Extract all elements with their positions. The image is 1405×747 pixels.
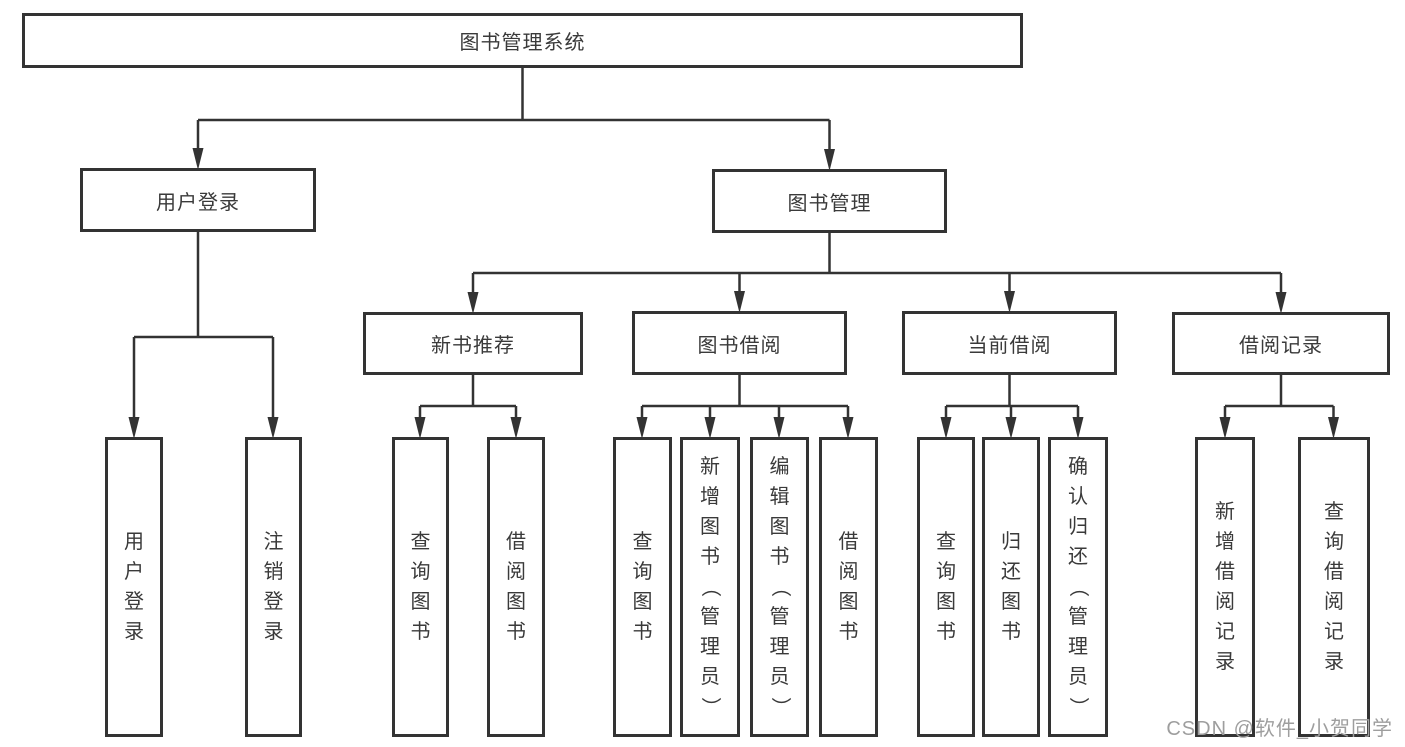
arrowhead-icon <box>1328 417 1339 439</box>
arrowhead-icon <box>1072 417 1084 439</box>
node-user-login: 用户登录 <box>80 168 316 232</box>
leaf-cb-return-books: 归还图书 <box>982 437 1040 737</box>
leaf-bb-borrow-books: 借阅图书 <box>819 437 878 737</box>
arrowhead-icon <box>734 291 745 313</box>
leaf-bb-add-book-admin: 新增图书（管理员） <box>680 437 740 737</box>
leaf-cb-confirm-return-admin: 确认归还（管理员） <box>1048 437 1108 737</box>
leaf-bb-edit-book-admin: 编辑图书（管理员） <box>750 437 809 737</box>
node-borrowing-records: 借阅记录 <box>1172 312 1390 375</box>
leaf-label: 查询借阅记录 <box>1324 501 1344 673</box>
node-label: 图书借阅 <box>697 334 782 357</box>
leaf-label: 用户登录 <box>124 531 144 643</box>
leaf-br-query-record: 查询借阅记录 <box>1298 437 1370 737</box>
node-book-borrowing: 图书借阅 <box>632 311 847 375</box>
leaf-label: 确认归还（管理员） <box>1067 456 1089 717</box>
leaf-label: 归还图书 <box>1001 531 1021 643</box>
leaf-label: 查询图书 <box>936 531 956 643</box>
arrowhead-icon <box>842 417 854 439</box>
node-label: 借阅记录 <box>1239 335 1323 357</box>
node-label: 图书管理 <box>787 192 872 215</box>
leaf-bb-query-books: 查询图书 <box>613 437 672 737</box>
arrowhead-icon <box>1004 291 1015 313</box>
node-label: 新书推荐 <box>431 335 515 357</box>
arrowhead-icon <box>1275 292 1287 314</box>
arrowhead-icon <box>414 417 426 439</box>
node-new-book-recommend: 新书推荐 <box>363 312 583 375</box>
arrowhead-icon <box>192 148 204 170</box>
tree-rails <box>134 68 1334 408</box>
leaf-nbr-borrow-books: 借阅图书 <box>487 437 545 737</box>
node-current-borrowing: 当前借阅 <box>902 311 1117 375</box>
leaf-logout: 注销登录 <box>245 437 302 737</box>
node-label: 用户登录 <box>156 191 240 214</box>
arrowhead-icon <box>1219 417 1231 439</box>
arrowhead-icon <box>704 417 716 439</box>
node-label: 当前借阅 <box>967 334 1052 357</box>
arrowhead-icon <box>267 417 279 439</box>
leaf-label: 查询图书 <box>632 531 653 643</box>
arrowhead-icon <box>510 417 522 439</box>
leaf-label: 查询图书 <box>410 531 431 643</box>
arrowhead-icon <box>1005 417 1017 439</box>
arrow-shafts <box>132 120 1335 421</box>
arrowhead-icon <box>467 292 479 314</box>
leaf-label: 编辑图书（管理员） <box>768 456 791 717</box>
leaf-br-add-record: 新增借阅记录 <box>1195 437 1255 737</box>
node-book-management: 图书管理 <box>712 169 947 233</box>
watermark: CSDN @软件_小贺同学 <box>1166 718 1393 740</box>
leaf-label: 新增借阅记录 <box>1215 501 1235 673</box>
node-label: 图书管理系统 <box>459 32 586 54</box>
node-system-root: 图书管理系统 <box>22 13 1023 68</box>
leaf-label: 新增图书（管理员） <box>699 456 721 717</box>
leaf-label: 借阅图书 <box>838 531 859 643</box>
arrowhead-icon <box>824 149 835 171</box>
leaf-label: 借阅图书 <box>506 531 526 643</box>
arrowheads <box>128 148 1339 439</box>
leaf-label: 注销登录 <box>263 531 284 643</box>
leaf-user-login: 用户登录 <box>105 437 163 737</box>
arrowhead-icon <box>128 417 140 439</box>
arrowhead-icon <box>773 417 785 439</box>
arrowhead-icon <box>940 417 952 439</box>
leaf-nbr-query-books: 查询图书 <box>392 437 449 737</box>
leaf-cb-query-books: 查询图书 <box>917 437 975 737</box>
arrowhead-icon <box>636 417 648 439</box>
